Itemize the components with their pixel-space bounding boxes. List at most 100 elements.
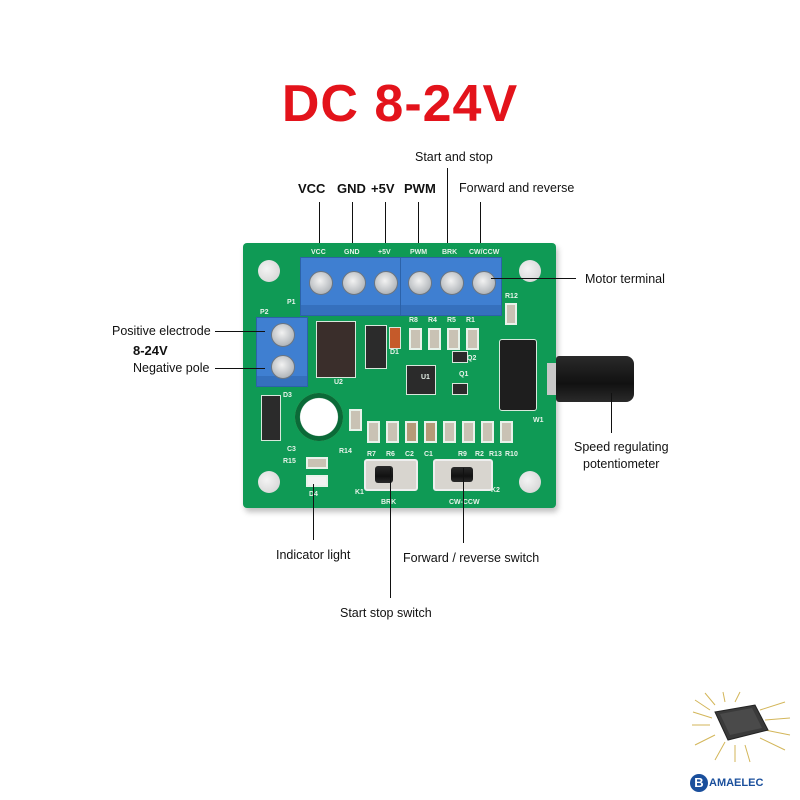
resistor-r2 (462, 421, 475, 443)
silk-pin-vcc: VCC (311, 249, 326, 256)
transistor-q2 (452, 351, 468, 363)
label-start-and-stop: Start and stop (415, 150, 493, 164)
indicator-led-d4 (306, 475, 328, 487)
start-stop-switch-knob[interactable] (375, 466, 393, 483)
silk-r1: R1 (466, 317, 475, 324)
capacitor-c2 (405, 421, 418, 443)
label-forward-and-reverse: Forward and reverse (459, 181, 575, 195)
brand-logo: B AMAELEC (690, 690, 795, 795)
screw-vcc[interactable] (309, 271, 333, 295)
silk-k1: K1 (355, 489, 364, 496)
leader-line-forward-reverse (480, 202, 481, 257)
resistor-r5 (447, 328, 460, 350)
screw-negative[interactable] (271, 355, 295, 379)
leader-line-start-stop-switch (390, 468, 391, 598)
silk-c2: C2 (405, 451, 414, 458)
resistor-r4 (428, 328, 441, 350)
logo-b-mark: B (690, 774, 708, 792)
resistor-r14 (349, 409, 362, 431)
leader-line-potentiometer (611, 393, 612, 433)
silk-pin-gnd: GND (344, 249, 360, 256)
silk-r7: R7 (367, 451, 376, 458)
mounting-hole (258, 260, 280, 282)
silk-c1: C1 (424, 451, 433, 458)
screw-cwccw[interactable] (472, 271, 496, 295)
electrolytic-capacitor-c3 (295, 393, 343, 441)
transistor-q1 (452, 383, 468, 395)
label-speed-regulating: Speed regulating (574, 440, 669, 454)
silk-pin-5v: +5V (378, 249, 391, 256)
leader-line-vcc (319, 202, 320, 257)
motor-driver-board: VCC GND +5V PWM BRK CW/CCW P1 R12 P2 U2 … (243, 243, 556, 508)
mounting-hole (258, 471, 280, 493)
silk-u1: U1 (421, 374, 430, 381)
terminal-block-left (300, 257, 401, 316)
mounting-hole (519, 260, 541, 282)
silk-r8: R8 (409, 317, 418, 324)
silk-q1: Q1 (459, 371, 469, 378)
label-5v: +5V (371, 181, 395, 196)
silk-c3: C3 (287, 446, 296, 453)
leader-line-negative (215, 368, 265, 369)
resistor-r7 (367, 421, 380, 443)
silk-brk: BRK (381, 499, 397, 506)
label-negative-pole: Negative pole (133, 361, 210, 375)
silk-r12: R12 (505, 293, 518, 300)
silk-pin-cwccw: CW/CCW (469, 249, 500, 256)
logo-brand-name: AMAELEC (709, 777, 764, 789)
resistor-r1 (466, 328, 479, 350)
silk-w1: W1 (533, 417, 544, 424)
silk-r4: R4 (428, 317, 437, 324)
silk-r2: R2 (475, 451, 484, 458)
silk-r6: R6 (386, 451, 395, 458)
screw-brk[interactable] (440, 271, 464, 295)
label-start-stop-switch: Start stop switch (340, 606, 432, 620)
potentiometer-body (499, 339, 537, 411)
screw-5v[interactable] (374, 271, 398, 295)
label-voltage-range: 8-24V (133, 343, 168, 358)
label-gnd: GND (337, 181, 366, 196)
speed-potentiometer-knob[interactable] (556, 356, 634, 402)
label-positive-electrode: Positive electrode (112, 324, 211, 338)
voltage-title: DC 8-24V (281, 75, 519, 133)
label-motor-terminal: Motor terminal (585, 272, 665, 286)
leader-line-pwm (418, 202, 419, 257)
silk-cw-ccw: CW-CCW (449, 499, 480, 506)
start-stop-switch[interactable] (364, 459, 418, 491)
label-forward-reverse-switch: Forward / reverse switch (403, 551, 540, 565)
silk-r9: R9 (458, 451, 467, 458)
silk-pin-pwm: PWM (410, 249, 428, 256)
chip-icon (692, 691, 791, 763)
silk-r10: R10 (505, 451, 518, 458)
label-potentiometer: potentiometer (583, 457, 660, 471)
label-pwm: PWM (404, 181, 436, 196)
resistor-r9 (443, 421, 456, 443)
capacitor-c1 (424, 421, 437, 443)
silk-d3: D3 (283, 392, 292, 399)
silk-r13: R13 (489, 451, 502, 458)
silk-pin-brk: BRK (442, 249, 458, 256)
silk-p1: P1 (287, 299, 296, 306)
screw-positive[interactable] (271, 323, 295, 347)
leader-line-gnd (352, 202, 353, 257)
resistor-r13 (481, 421, 494, 443)
diode-d1 (389, 327, 401, 349)
power-terminal-block (256, 317, 308, 387)
regulator-u2 (316, 321, 356, 378)
screw-gnd[interactable] (342, 271, 366, 295)
silk-r5: R5 (447, 317, 456, 324)
terminal-block-right (400, 257, 502, 316)
silk-k2: K2 (491, 487, 500, 494)
diode-d2 (365, 325, 387, 369)
silk-q2: Q2 (467, 355, 477, 362)
screw-pwm[interactable] (408, 271, 432, 295)
label-indicator-light: Indicator light (276, 548, 351, 562)
leader-line-5v (385, 202, 386, 257)
forward-reverse-switch-knob[interactable] (451, 467, 473, 482)
leader-line-start-stop (447, 168, 448, 257)
leader-line-positive (215, 331, 265, 332)
leader-line-motor-terminal (491, 278, 576, 279)
resistor-r8 (409, 328, 422, 350)
label-vcc: VCC (298, 181, 326, 196)
ic-u1 (406, 365, 436, 395)
